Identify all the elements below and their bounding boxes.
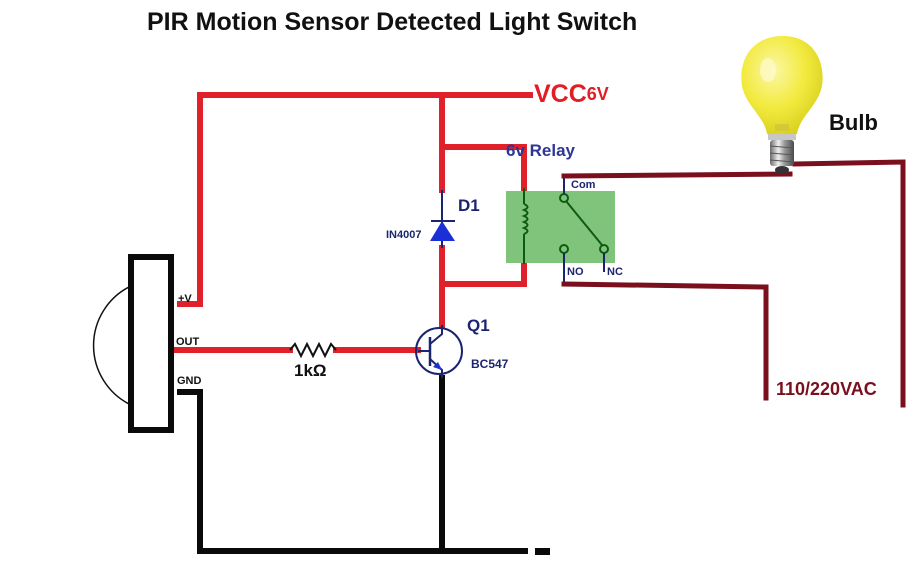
bulb-glass <box>741 36 823 134</box>
pir-sensor: +V OUT GND <box>92 254 202 433</box>
relay-coil <box>521 203 529 235</box>
mains-label: 110/220VAC <box>776 379 877 399</box>
vcc-label: VCC6V <box>534 80 609 108</box>
diode-part: IN4007 <box>386 229 421 241</box>
vcc-voltage-text: 6V <box>587 84 609 104</box>
bulb-collar <box>768 134 796 140</box>
vcc-to-coil-wire <box>439 144 527 191</box>
vcc-wire-top <box>177 92 533 307</box>
bulb-brand-mark <box>775 124 789 131</box>
relay-label: 6v Relay <box>506 141 576 160</box>
vcc-label-text: VCC <box>534 80 587 108</box>
diagram-title: PIR Motion Sensor Detected Light Switch <box>147 8 637 36</box>
no-to-mains-wire <box>561 281 769 401</box>
pir-body <box>128 254 174 433</box>
bulb-thread <box>769 159 795 163</box>
bulb-highlight <box>760 58 776 82</box>
bulb-thread <box>769 145 795 149</box>
ground-wire <box>177 389 528 554</box>
resistor-value: 1kΩ <box>294 361 327 380</box>
diode-triangle <box>430 221 455 241</box>
relay-switch-arm <box>565 200 603 246</box>
ground-rail <box>177 375 550 555</box>
bulb-label: Bulb <box>829 110 878 135</box>
bulb-contact-tip <box>775 166 789 174</box>
com-to-bulb-wire <box>561 171 793 179</box>
transistor: Q1 BC547 <box>415 316 509 378</box>
pin-label-vplus: +V <box>178 293 192 305</box>
diode-ref: D1 <box>458 196 480 215</box>
bulb-thread <box>769 152 795 156</box>
ac-wiring: 110/220VAC <box>561 159 906 408</box>
transistor-collector <box>429 325 443 345</box>
vcc-rail <box>173 92 533 353</box>
relay-com-label: Com <box>571 179 596 191</box>
pir-dome <box>92 285 132 406</box>
transistor-ref: Q1 <box>467 316 490 335</box>
transistor-part: BC547 <box>471 357 509 371</box>
bulb: Bulb <box>741 36 878 174</box>
transistor-emitter-arrow <box>433 362 442 370</box>
resistor-symbol <box>289 341 337 359</box>
transistor-circle <box>415 327 463 375</box>
pin-label-out: OUT <box>176 336 200 348</box>
bulb-to-mains-wire <box>792 159 906 408</box>
diode: D1 IN4007 <box>386 190 480 248</box>
relay-no-label: NO <box>567 266 584 278</box>
pin-label-gnd: GND <box>177 375 202 387</box>
ground-terminal <box>535 548 550 555</box>
resistor: 1kΩ <box>289 341 337 380</box>
coil-to-collector-wire <box>439 261 527 287</box>
relay-nc-label: NC <box>607 266 623 278</box>
com-contact <box>559 193 569 203</box>
relay: 6v Relay Com NO NC <box>506 141 623 284</box>
